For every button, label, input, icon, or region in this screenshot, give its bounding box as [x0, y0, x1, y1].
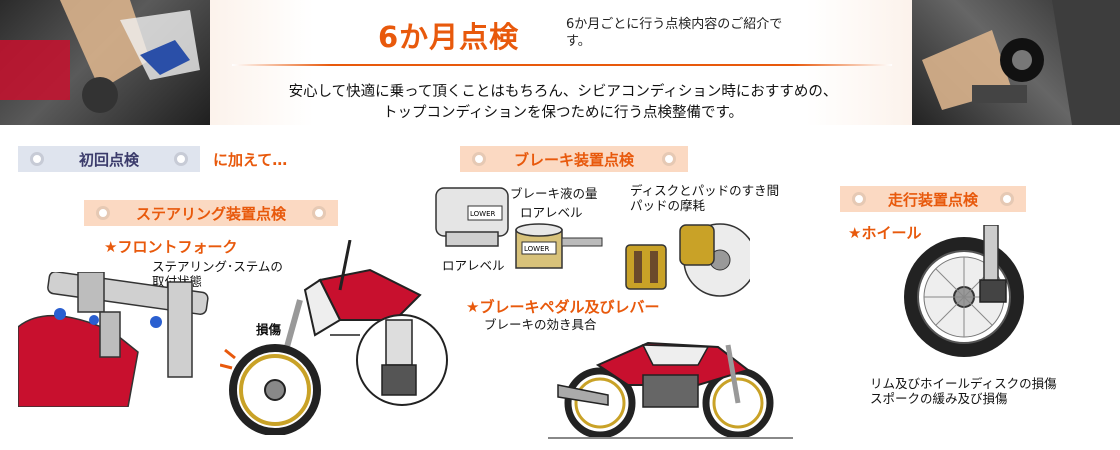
disc-pad-label-line-2: パッドの摩耗 — [630, 198, 706, 213]
front-fork-title: ★フロントフォーク — [104, 238, 238, 256]
nut-icon — [174, 152, 188, 166]
motorcycle-icon — [220, 240, 422, 435]
mechanic-photo-left-image — [0, 0, 200, 113]
header-divider — [232, 64, 892, 66]
brake-inspection-tag: ブレーキ装置点検 — [460, 146, 688, 172]
brake-inspection-label: ブレーキ装置点検 — [513, 150, 634, 169]
page-title: 6か月点検 — [378, 20, 520, 54]
reservoir2-lower-mark: LOWER — [524, 245, 550, 253]
nut-icon — [30, 152, 44, 166]
motorcycle-front-illustration — [220, 240, 448, 435]
nut-icon — [312, 206, 326, 220]
motorcycle-icon — [548, 341, 793, 439]
intro-line-1: 安心して快適に乗って頂くことはもちろん、シビアコンディション時におすすめの、 — [288, 84, 838, 100]
wheel-desc: リム及びホイールディスクの損傷 スポークの緩み及び損傷 — [870, 376, 1057, 406]
steering-inspection-tag: ステアリング装置点検 — [84, 200, 338, 226]
nut-icon — [662, 152, 676, 166]
brake-disc-pad-illustration — [625, 223, 750, 297]
intro-line-2: トップコンディションを保つために行う点検整備です。 — [382, 105, 744, 121]
running-inspection-label: 走行装置点検 — [887, 190, 978, 209]
nut-icon — [472, 152, 486, 166]
wheel-title: ★ホイール — [848, 224, 922, 242]
brake-fluid-label: ブレーキ液の量 — [510, 186, 598, 201]
mechanic-photo-left — [0, 0, 210, 125]
wheel-illustration — [904, 225, 1024, 357]
steering-inspection-label: ステアリング装置点検 — [135, 204, 286, 223]
lower-level-label-1: ロアレベル — [520, 205, 583, 220]
mechanic-photo-right-image — [922, 0, 1120, 125]
nut-icon — [96, 206, 110, 220]
running-inspection-tag: 走行装置点検 — [840, 186, 1026, 212]
lower-level-label-2: ロアレベル — [442, 258, 505, 273]
wheel-icon — [904, 225, 1024, 357]
first-inspection-label: 初回点検 — [78, 150, 139, 169]
in-addition-text: に加えて… — [213, 151, 288, 169]
brake-fluid-reservoir-illustration: LOWER LOWER — [435, 187, 603, 269]
brake-effectiveness-desc: ブレーキの効き具合 — [484, 317, 597, 332]
nut-icon — [852, 192, 866, 206]
page-subtitle: 6か月ごとに行う点検内容のご紹介です。 — [566, 17, 783, 49]
intro-text: 安心して快適に乗って頂くことはもちろん、シビアコンディション時におすすめの、 ト… — [228, 82, 898, 124]
damage-label: 損傷 — [256, 322, 282, 337]
disc-pad-label-line-1: ディスクとパッドのすき間 — [630, 183, 780, 198]
motorcycle-side-illustration — [548, 341, 793, 439]
steering-stem-desc-line-1: ステアリング･ステムの — [152, 259, 283, 274]
wheel-desc-line-1: リム及びホイールディスクの損傷 — [870, 376, 1057, 391]
wheel-desc-line-2: スポークの緩み及び損傷 — [870, 391, 1008, 406]
nut-icon — [1000, 192, 1014, 206]
steering-stem-illustration — [18, 272, 209, 407]
brake-pedal-lever-title: ★ブレーキペダル及びレバー — [466, 298, 660, 316]
mechanic-photo-right — [912, 0, 1120, 125]
first-inspection-tag: 初回点検 — [18, 146, 200, 172]
reservoir-lower-mark: LOWER — [470, 210, 496, 218]
disc-pad-label: ディスクとパッドのすき間 パッドの摩耗 — [630, 183, 779, 213]
